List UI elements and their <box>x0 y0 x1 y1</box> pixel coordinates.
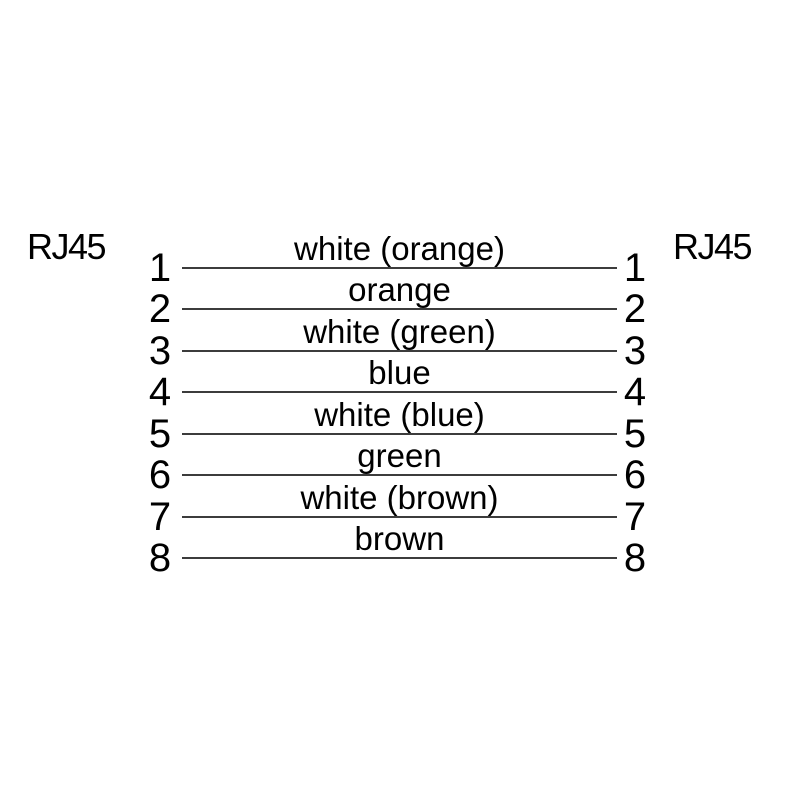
pin-number-left: 5 <box>148 412 172 456</box>
pin-number-right: 3 <box>623 329 647 373</box>
wire-line <box>182 308 617 310</box>
wire-line <box>182 433 617 435</box>
wire-line <box>182 516 617 518</box>
wire-color-label: blue <box>368 354 431 391</box>
pin-number-right: 5 <box>623 412 647 456</box>
pin-number-left: 8 <box>148 536 172 580</box>
pin-number-left: 6 <box>148 453 172 497</box>
wire-color-label: white (green) <box>303 313 496 350</box>
wire-line <box>182 391 617 393</box>
connector-label-right: RJ45 <box>673 226 753 267</box>
wire-color-label: white (brown) <box>300 479 499 516</box>
wire-color-label: orange <box>348 271 451 308</box>
pin-number-left: 7 <box>148 495 172 539</box>
pin-number-right: 2 <box>623 287 647 331</box>
wire-line <box>182 350 617 352</box>
wire-line <box>182 267 617 269</box>
pin-number-left: 1 <box>148 246 172 290</box>
pin-number-left: 4 <box>148 370 172 414</box>
wire-color-label: white (orange) <box>294 230 505 267</box>
wire-line <box>182 557 617 559</box>
wire-color-label: brown <box>354 520 445 557</box>
wire-line <box>182 474 617 476</box>
connector-label-left: RJ45 <box>27 226 107 267</box>
wire-color-label: white (blue) <box>314 396 485 433</box>
pin-number-right: 8 <box>623 536 647 580</box>
pin-number-right: 6 <box>623 453 647 497</box>
wire-color-label: green <box>357 437 442 474</box>
pin-number-left: 2 <box>148 287 172 331</box>
pin-number-left: 3 <box>148 329 172 373</box>
pin-number-right: 1 <box>623 246 647 290</box>
pin-number-right: 4 <box>623 370 647 414</box>
pin-number-right: 7 <box>623 495 647 539</box>
